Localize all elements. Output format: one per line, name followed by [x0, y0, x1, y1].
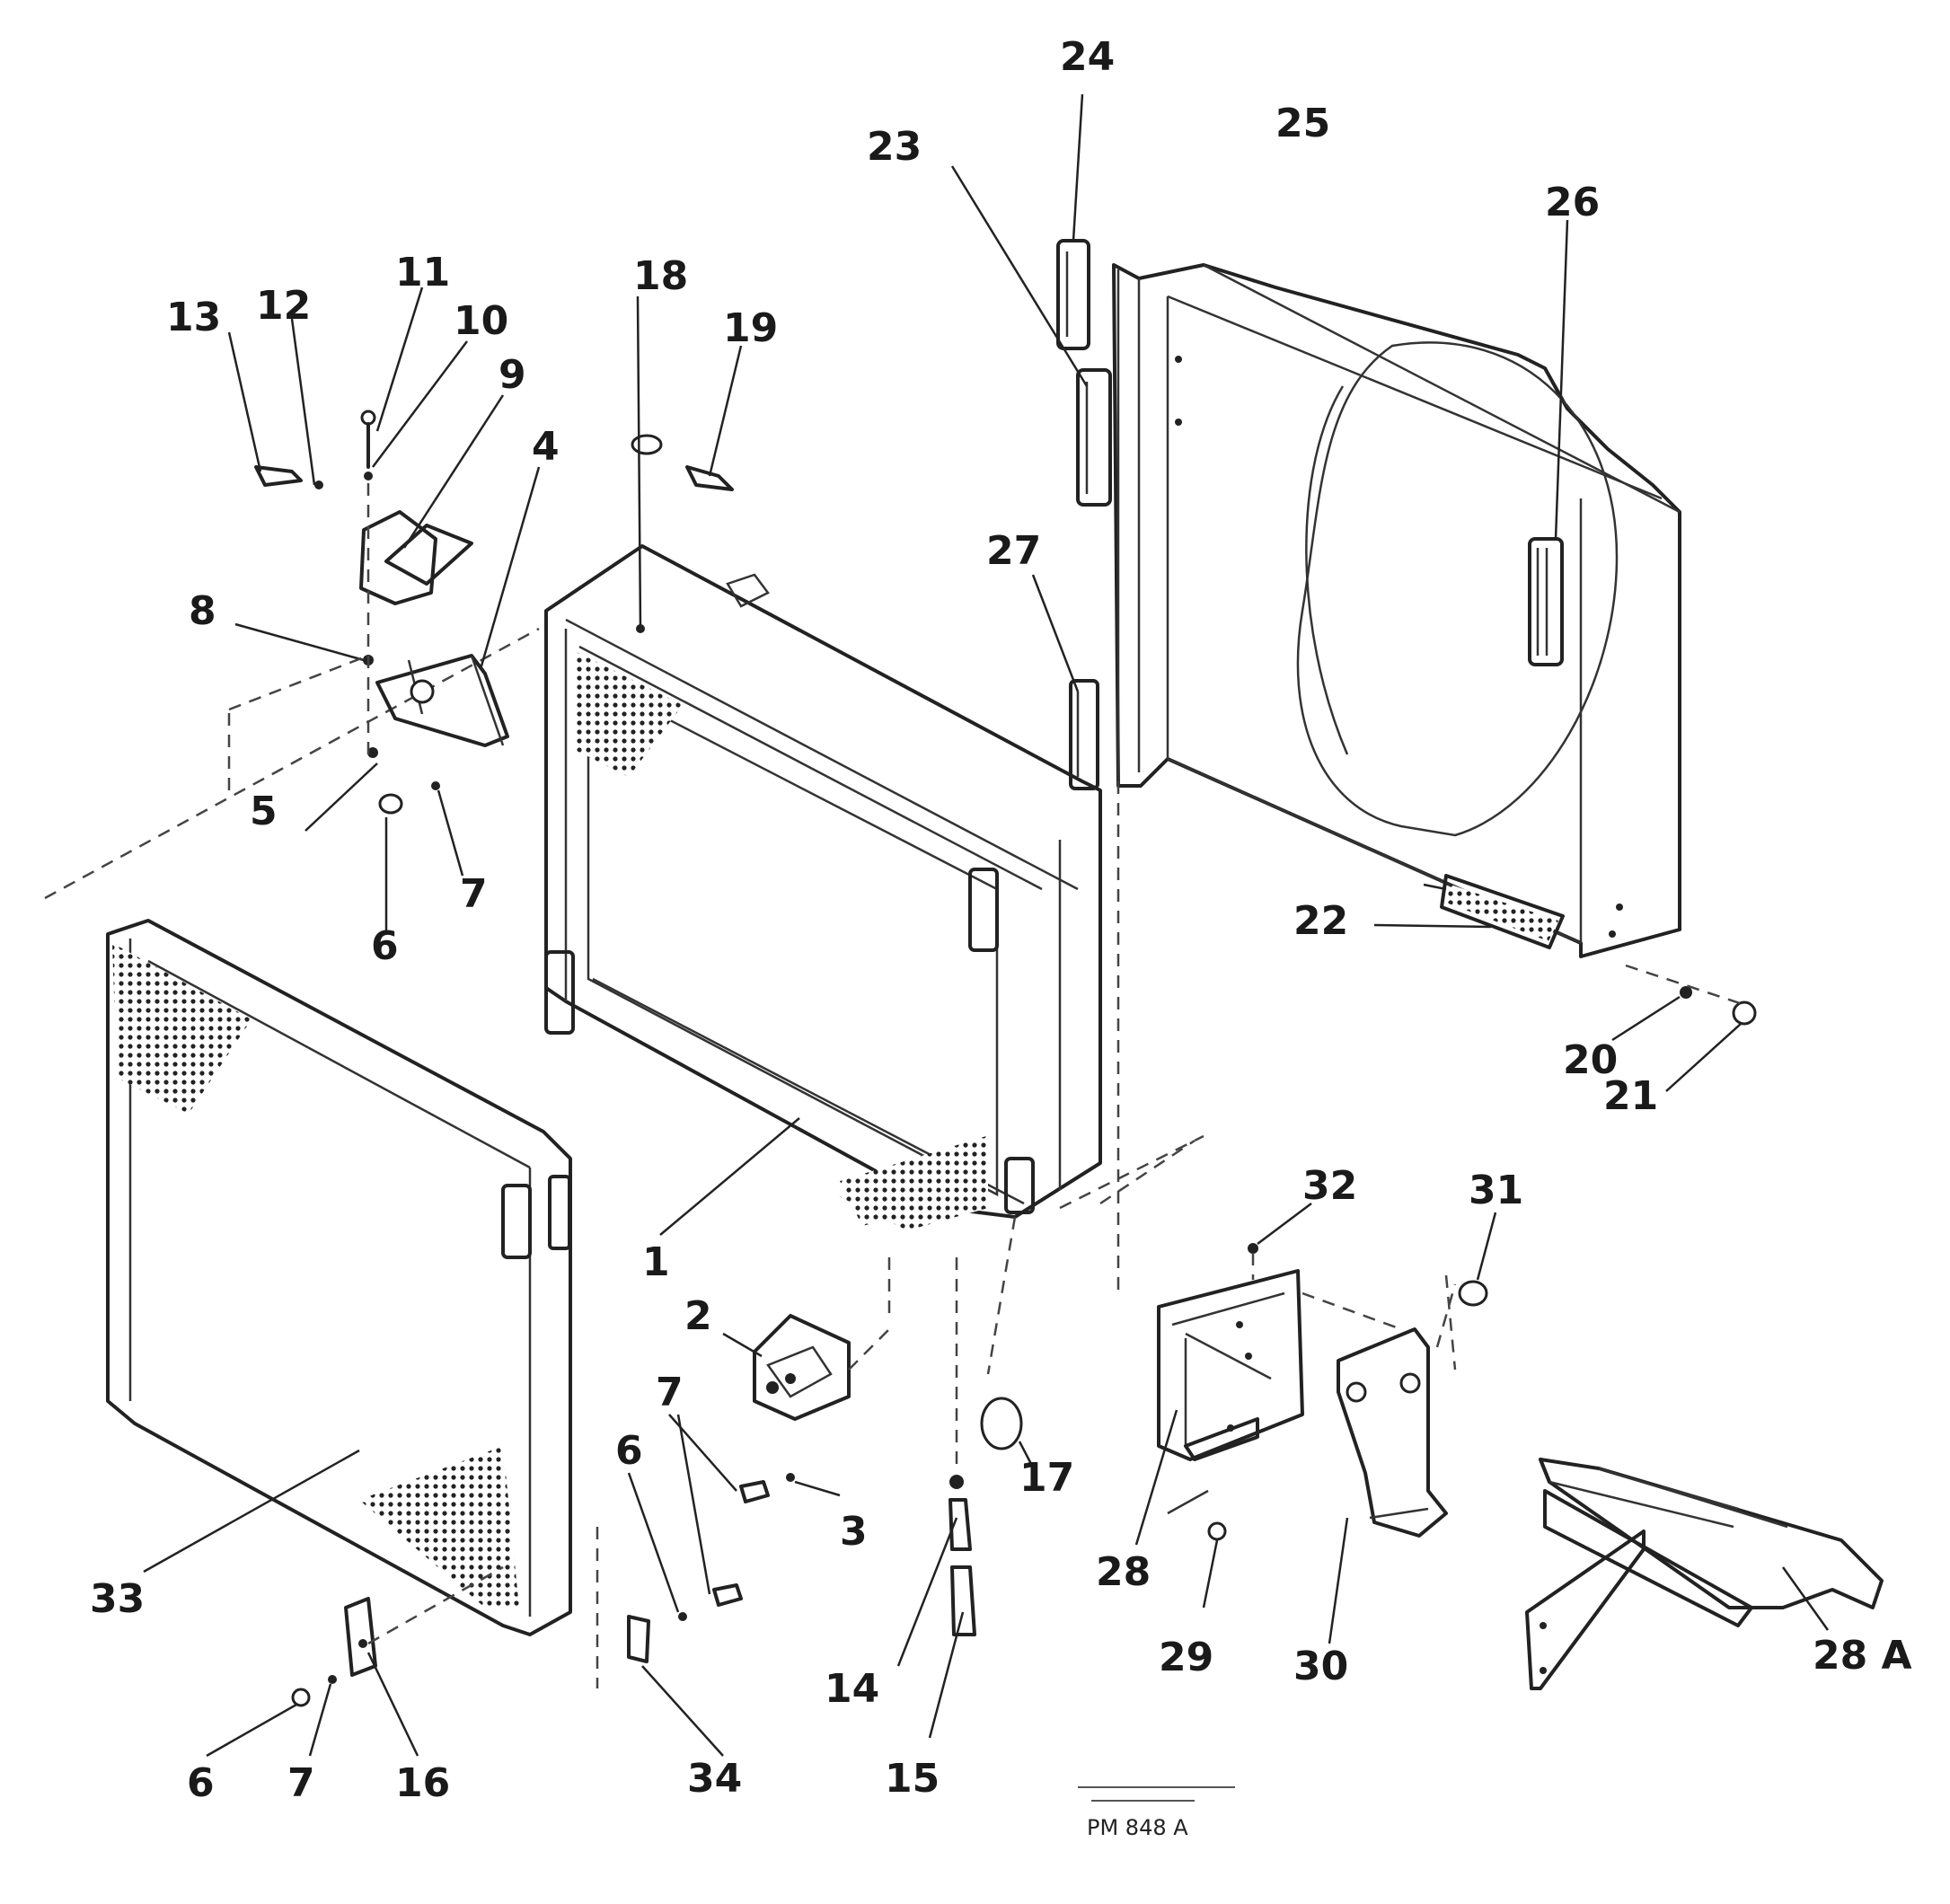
callout-19: 19: [723, 305, 778, 351]
drawing-stamp: PM 848 A: [1078, 1786, 1235, 1840]
callout-8: 8: [189, 588, 216, 634]
parts-14-15-17: [896, 1257, 1033, 1739]
callout-7c: 7: [287, 1760, 315, 1806]
callout-21: 21: [1603, 1073, 1658, 1119]
callout-34: 34: [687, 1756, 742, 1802]
callout-20: 20: [1563, 1037, 1618, 1083]
deflector-part-28a: [1525, 1458, 1884, 1690]
callout-16a: 16: [395, 1760, 450, 1806]
callout-28a: 28 A: [1813, 1633, 1912, 1679]
callout-14: 14: [825, 1666, 879, 1712]
callout-13: 13: [166, 295, 221, 340]
callout-31: 31: [1469, 1168, 1523, 1213]
seal-strip-part-26: [1528, 219, 1569, 666]
callout-15: 15: [885, 1756, 940, 1802]
callout-3: 3: [840, 1509, 868, 1555]
hinge-parts-2-3-6-7: [627, 1257, 891, 1621]
callout-6c: 6: [187, 1760, 215, 1806]
fasteners-parts-20-21: [1611, 964, 1757, 1092]
callout-11: 11: [395, 250, 450, 295]
callout-12: 12: [256, 283, 311, 329]
callout-26: 26: [1545, 180, 1600, 225]
seal-strip-part-24: [1056, 93, 1090, 350]
callout-23: 23: [867, 124, 922, 170]
stamp-code: PM 848 A: [1087, 1815, 1188, 1840]
fan-shroud-part-25: [1112, 263, 1681, 958]
fasteners-parts-18-19: [631, 295, 743, 633]
callout-25: 25: [1275, 101, 1330, 146]
hinge-hardware-parts-4-13: [227, 286, 541, 934]
callout-24: 24: [1060, 34, 1115, 80]
bracket-part-28: [1134, 1269, 1304, 1546]
callout-32: 32: [1302, 1163, 1357, 1209]
callout-17: 17: [1019, 1455, 1074, 1501]
callout-labels: 1 2 3 4 5 6 7 8 9 10 11 12 13 7 6 14 15 …: [90, 34, 1912, 1806]
callout-30: 30: [1293, 1644, 1348, 1689]
radiator-housing-part-1: [544, 544, 1102, 1236]
nut-part-31: [1444, 1212, 1497, 1371]
callout-22: 22: [1293, 898, 1348, 944]
callout-2: 2: [684, 1293, 712, 1339]
callout-18: 18: [633, 253, 688, 299]
latch-part-34: [596, 1527, 724, 1757]
seal-strip-part-27: [1031, 574, 1099, 790]
callout-10: 10: [454, 298, 508, 344]
washer-part-29: [1167, 1489, 1227, 1609]
callout-7b: 7: [656, 1370, 684, 1415]
seal-strip-part-23: [950, 165, 1112, 507]
washer-part-32: [1248, 1203, 1402, 1331]
callout-27: 27: [986, 528, 1041, 574]
callout-1: 1: [642, 1239, 670, 1285]
callout-6b: 6: [615, 1428, 643, 1474]
callout-6a: 6: [371, 923, 399, 969]
grille-panel-part-33: [106, 919, 572, 1636]
callout-4: 4: [532, 424, 560, 470]
callout-9: 9: [499, 352, 526, 398]
latch-parts-16-6-7: [206, 1565, 504, 1758]
bracket-part-30: [1328, 1283, 1457, 1644]
callout-33: 33: [90, 1576, 145, 1622]
callout-5: 5: [250, 789, 278, 834]
strip-part-22: [1373, 874, 1565, 949]
callout-29: 29: [1159, 1635, 1213, 1680]
callout-7a: 7: [460, 871, 488, 917]
callout-28: 28: [1096, 1549, 1151, 1595]
